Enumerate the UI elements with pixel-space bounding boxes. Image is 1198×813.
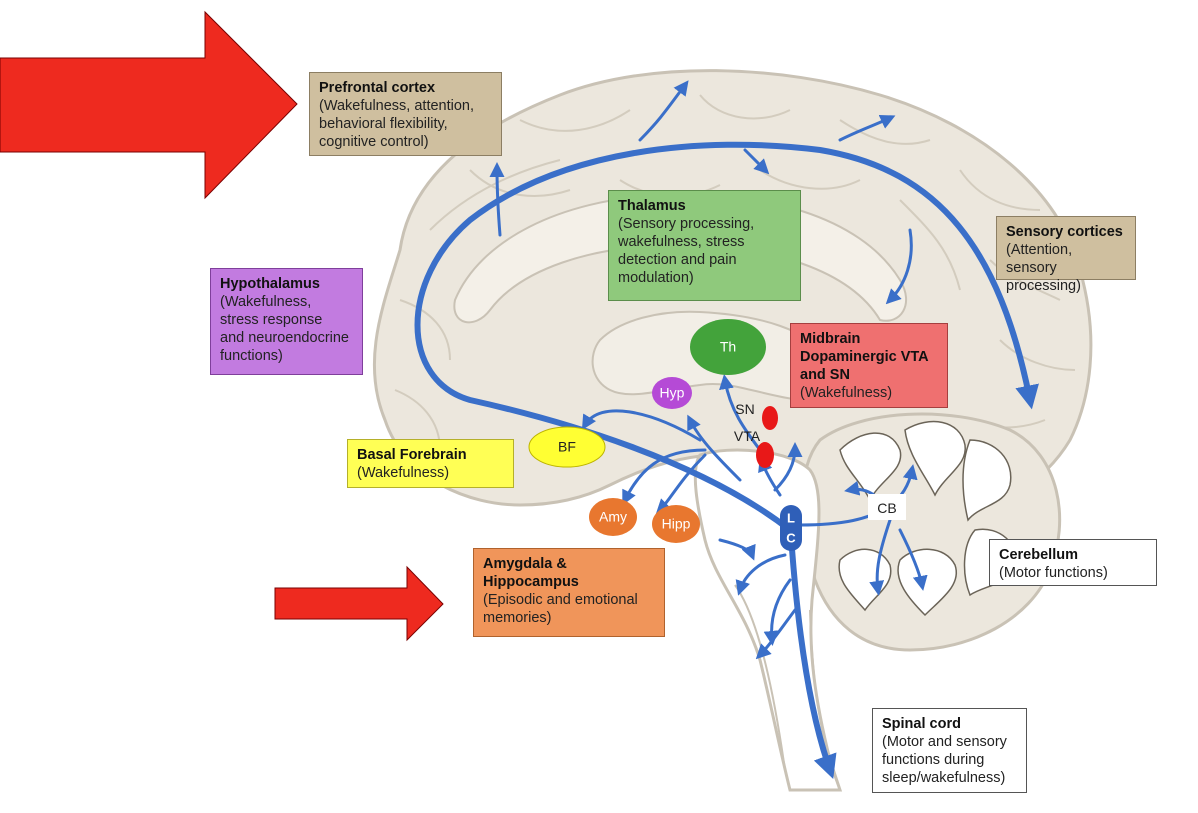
hypothalamus-box: Hypothalamus (Wakefulness, stress respon… [210,268,363,375]
svg-text:BF: BF [558,439,576,455]
spinal-title: Spinal cord [882,716,961,732]
hypothalamus-title: Hypothalamus [220,276,320,292]
svg-text:Hipp: Hipp [662,516,691,532]
basal-title: Basal Forebrain [357,447,467,463]
cerebellum-title: Cerebellum [999,547,1078,563]
sensory-title: Sensory cortices [1006,224,1123,240]
amygdala-desc: (Episodic and emotional memories) [483,592,638,626]
svg-text:Hyp: Hyp [660,385,685,401]
prefrontal-cortex-box: Prefrontal cortex (Wakefulness, attentio… [309,72,502,156]
svg-text:C: C [786,530,796,545]
hippocampus-node: Hipp [652,505,700,543]
vta-label: VTA [734,428,761,444]
basal-forebrain-box: Basal Forebrain (Wakefulness) [347,439,514,488]
basal-forebrain-node: BF [528,426,606,468]
hypothalamus-desc: (Wakefulness, stress response and neuroe… [220,294,349,364]
gyri [394,94,1076,451]
svg-text:Th: Th [720,339,736,355]
sensory-desc: (Attention, sensory processing) [1006,242,1081,294]
cerebellum-desc: (Motor functions) [999,565,1108,581]
prefrontal-desc: (Wakefulness, attention, behavioral flex… [319,98,475,150]
red-arrow-small [274,565,444,642]
thalamus-desc: (Sensory processing, wakefulness, stress… [618,216,755,286]
midbrain-box: Midbrain Dopaminergic VTA and SN (Wakefu… [790,323,948,408]
svg-text:Amy: Amy [599,509,627,525]
locus-coeruleus-node: L C [780,505,802,551]
amygdala-node: Amy [589,498,637,536]
thalamus-node: Th [690,319,766,375]
thalamus-title: Thalamus [618,198,686,214]
spinal-cord-box: Spinal cord (Motor and sensory functions… [872,708,1027,793]
sensory-cortices-box: Sensory cortices (Attention, sensory pro… [996,216,1136,294]
amygdala-title: Amygdala & Hippocampus [483,556,579,590]
prefrontal-title: Prefrontal cortex [319,80,436,96]
spinal-desc: (Motor and sensory functions during slee… [882,734,1007,786]
midbrain-title: Midbrain Dopaminergic VTA and SN [800,331,929,383]
thalamus-box: Thalamus (Sensory processing, wakefulnes… [608,190,801,301]
sn-label: SN [735,401,754,417]
sn-vta-nodes: SN VTA [734,401,778,468]
red-arrow-large [0,10,298,200]
svg-text:L: L [787,510,795,525]
midbrain-desc: (Wakefulness) [800,385,893,401]
basal-desc: (Wakefulness) [357,465,450,481]
cb-label: CB [877,500,896,516]
amygdala-hippocampus-box: Amygdala & Hippocampus (Episodic and emo… [473,548,665,637]
hypothalamus-node: Hyp [652,377,692,409]
cerebellum-box: Cerebellum (Motor functions) [989,539,1157,586]
